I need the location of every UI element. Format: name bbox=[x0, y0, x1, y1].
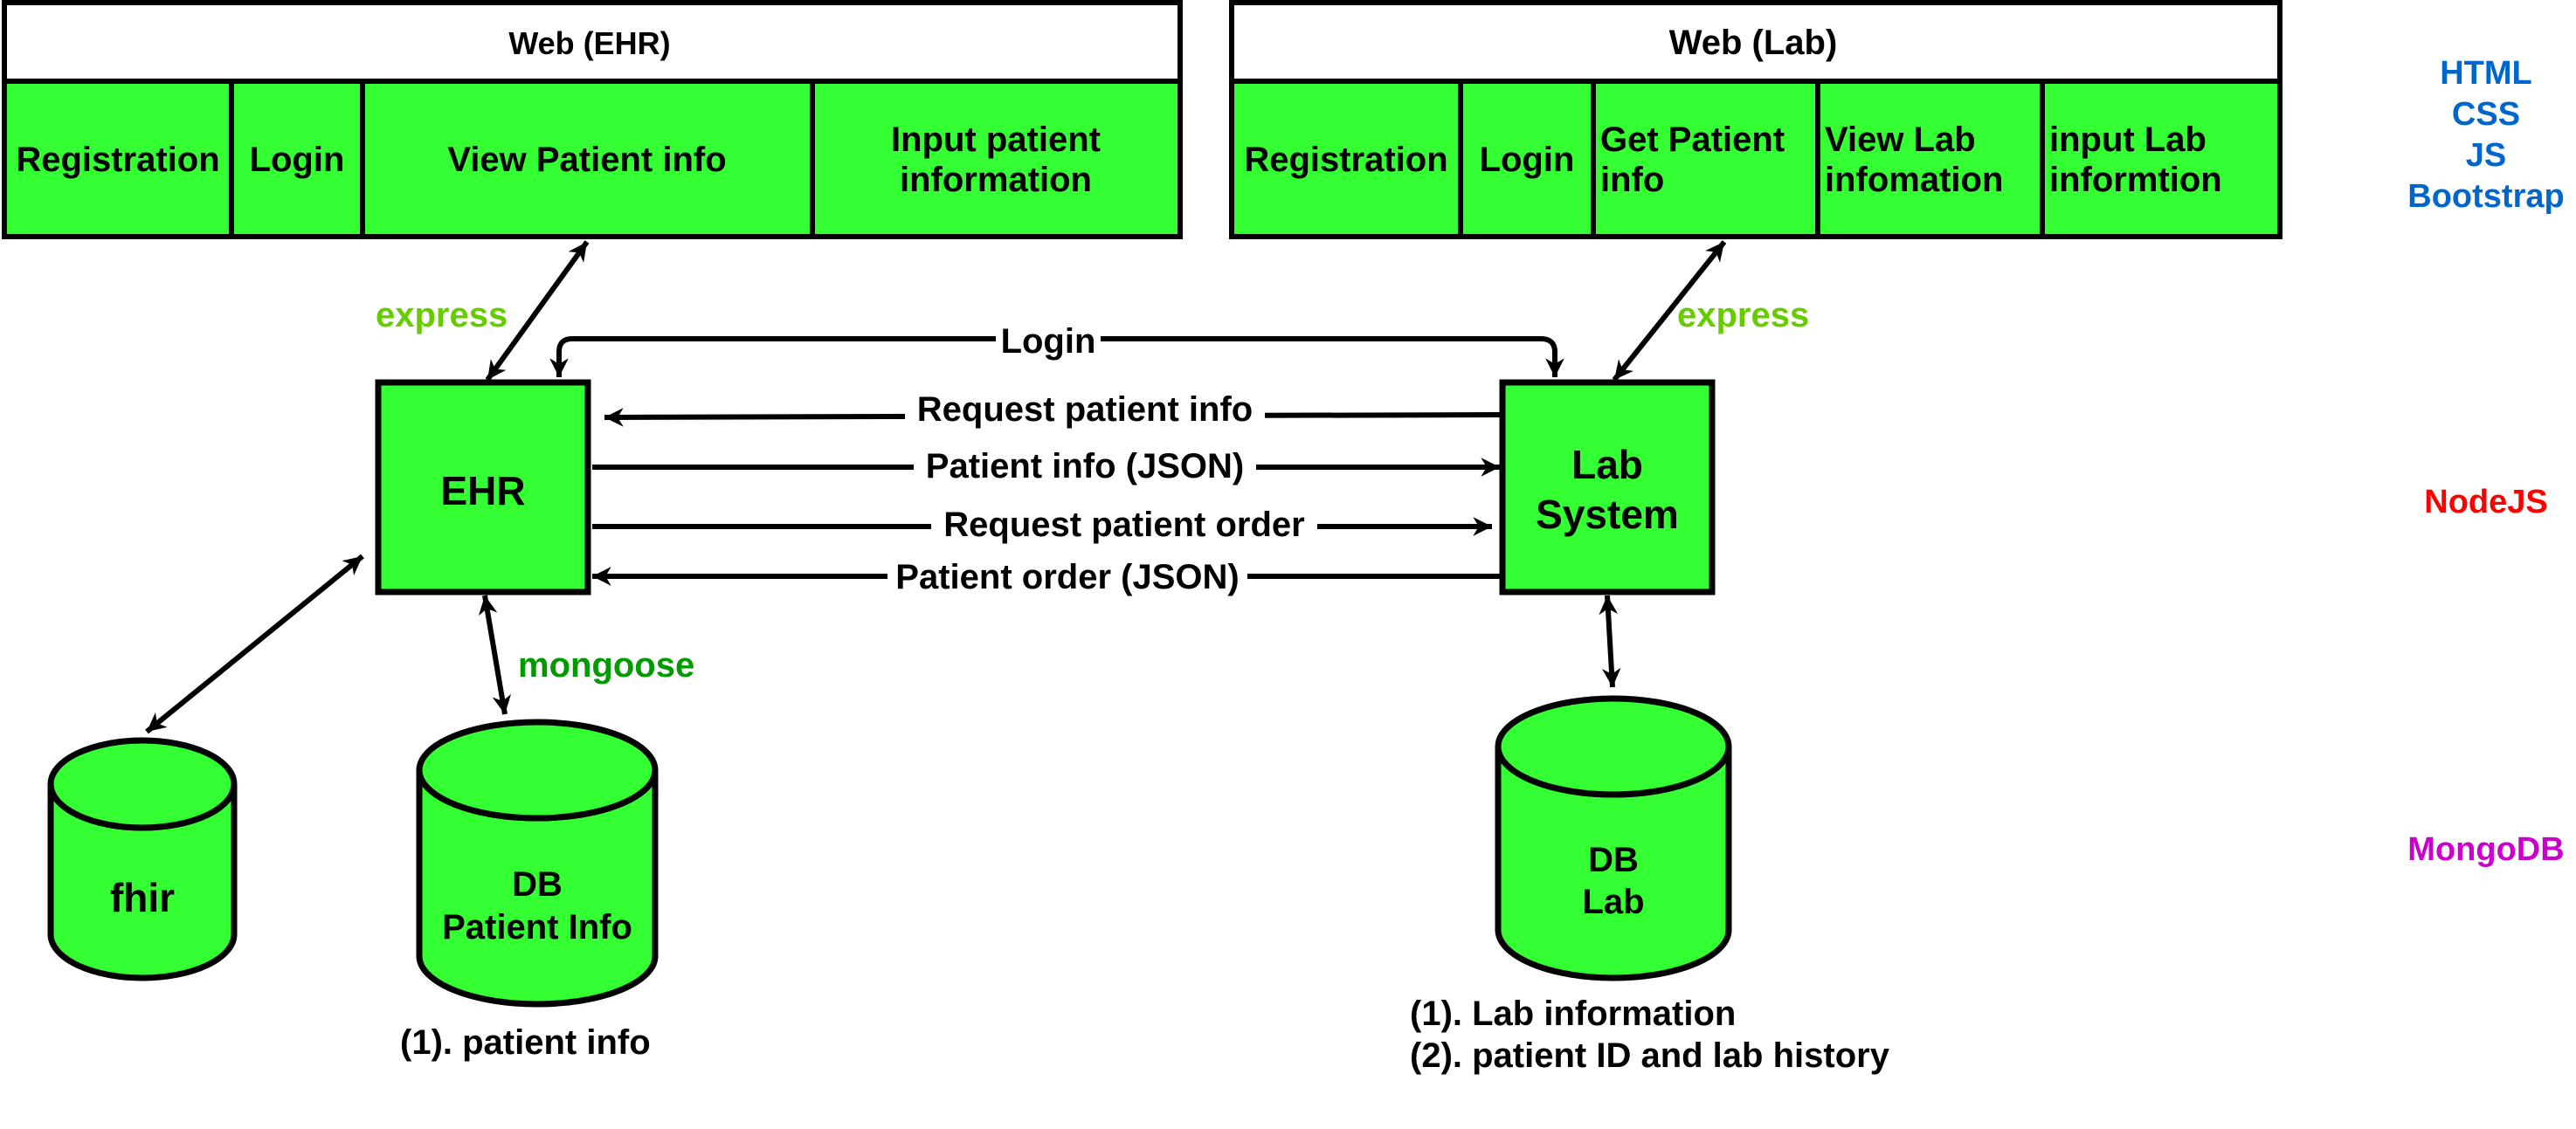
tab-label-line: Input patient bbox=[891, 120, 1101, 159]
web-ehr-tab-label: Registration bbox=[16, 141, 219, 179]
legend-frontend-html: HTML bbox=[2440, 55, 2532, 92]
tab-label-line: Registration bbox=[16, 141, 219, 179]
tab-label-line: info bbox=[1600, 161, 1664, 199]
express-lab-label: express bbox=[1677, 296, 1809, 334]
patient-info-json-label-bg bbox=[914, 447, 1256, 487]
mongoose-label: mongoose bbox=[518, 646, 694, 685]
web-ehr-tab-registration[interactable] bbox=[2, 79, 234, 239]
request-patient-order-label-bg bbox=[931, 505, 1317, 545]
ehr-label: EHR bbox=[440, 468, 525, 513]
web-ehr-title-bar bbox=[2, 0, 1183, 84]
db-patient-label-line1: DB bbox=[512, 865, 563, 904]
lab-web-connector bbox=[1612, 240, 1727, 382]
lab-system-label-line2: System bbox=[1536, 492, 1679, 537]
web-lab-panel: Web (Lab) Registration Login Get Patient… bbox=[1229, 0, 2282, 239]
legend-database-mongodb: MongoDB bbox=[2407, 831, 2564, 868]
web-lab-tab-label: Login bbox=[1480, 141, 1575, 179]
web-ehr-tab-label: Login bbox=[250, 141, 345, 179]
login-label: Login bbox=[1001, 322, 1096, 361]
tab-label-line: Login bbox=[250, 141, 345, 179]
ehr-web-connector bbox=[485, 240, 590, 382]
ehr-box bbox=[375, 379, 591, 595]
web-ehr-tab-login[interactable] bbox=[229, 79, 365, 239]
lab-db-note-2: (2). patient ID and lab history bbox=[1410, 1036, 1890, 1075]
patient-order-json-label: Patient order (JSON) bbox=[895, 558, 1239, 596]
web-lab-tab-view-lab[interactable] bbox=[1815, 79, 2045, 239]
legend-backend-nodejs: NodeJS bbox=[2424, 484, 2547, 520]
fhir-ehr-connector bbox=[145, 554, 364, 734]
lab-system-node: Lab System bbox=[1499, 379, 1716, 595]
fhir-cylinder-top bbox=[47, 737, 238, 831]
edge-labels: Login Request patient info Patient info … bbox=[376, 296, 1809, 685]
web-lab-tab-input-lab[interactable] bbox=[2040, 79, 2282, 239]
login-label-bg bbox=[996, 323, 1101, 358]
db-patient-info: DB Patient Info bbox=[416, 719, 659, 1008]
express-ehr-label: express bbox=[376, 296, 508, 334]
request-patient-info-label: Request patient info bbox=[917, 390, 1253, 429]
tab-label-line: information bbox=[900, 161, 1092, 199]
legend-frontend-js: JS bbox=[2466, 137, 2506, 174]
tab-label-line: infomation bbox=[1825, 161, 2003, 199]
tab-label-line: View Lab bbox=[1825, 120, 1976, 159]
web-lab-tab-label: Registration bbox=[1244, 141, 1447, 179]
tab-label-line: Registration bbox=[1244, 141, 1447, 179]
web-ehr-tab-label: View Patient info bbox=[447, 141, 726, 179]
db-lab-cylinder-top bbox=[1495, 695, 1732, 798]
patient-order-json-label-bg bbox=[887, 557, 1247, 597]
tab-label-line: informtion bbox=[2049, 161, 2222, 199]
lab-db-lab-connector bbox=[1599, 595, 1621, 688]
web-ehr-panel: Web (EHR) Registration Login View Patien… bbox=[2, 0, 1183, 239]
ehr-node: EHR bbox=[375, 379, 591, 595]
web-lab-tab-login[interactable] bbox=[1458, 79, 1596, 239]
request-patient-info-label-bg bbox=[905, 390, 1265, 430]
legend-frontend-css: CSS bbox=[2452, 96, 2520, 133]
db-patient-cylinder-top bbox=[416, 719, 659, 822]
web-lab-tab-registration[interactable] bbox=[1229, 79, 1463, 239]
db-lab: DB Lab bbox=[1495, 695, 1732, 981]
tab-label-line: input Lab bbox=[2049, 120, 2207, 159]
lab-db-note-1: (1). Lab information bbox=[1410, 995, 1736, 1033]
tab-label-line: Get Patient bbox=[1600, 120, 1785, 159]
fhir-label: fhir bbox=[110, 875, 175, 920]
tech-legend: HTML CSS JS Bootstrap NodeJS MongoDB bbox=[2407, 55, 2564, 868]
request-patient-order-label: Request patient order bbox=[943, 506, 1304, 544]
tab-label-line: Login bbox=[1480, 141, 1575, 179]
web-ehr-title: Web (EHR) bbox=[508, 25, 670, 61]
web-lab-tab-get-patient[interactable] bbox=[1591, 79, 1820, 239]
fhir-database: fhir bbox=[47, 737, 238, 981]
lab-system-label-line1: Lab bbox=[1571, 442, 1643, 487]
patient-info-json-label: Patient info (JSON) bbox=[926, 447, 1244, 485]
ehr-db-patient-connector bbox=[478, 595, 512, 715]
legend-frontend-bootstrap: Bootstrap bbox=[2407, 178, 2564, 215]
web-lab-title-bar bbox=[1229, 0, 2282, 84]
db-lab-label-line2: Lab bbox=[1582, 883, 1644, 921]
web-lab-title: Web (Lab) bbox=[1669, 24, 1838, 62]
web-ehr-tab-input-patient[interactable] bbox=[810, 79, 1183, 239]
db-lab-label-line1: DB bbox=[1588, 841, 1639, 879]
lab-system-box bbox=[1499, 379, 1716, 595]
tab-label-line: View Patient info bbox=[447, 141, 726, 179]
db-patient-label-line2: Patient Info bbox=[442, 908, 632, 947]
patient-db-note: (1). patient info bbox=[400, 1023, 651, 1062]
